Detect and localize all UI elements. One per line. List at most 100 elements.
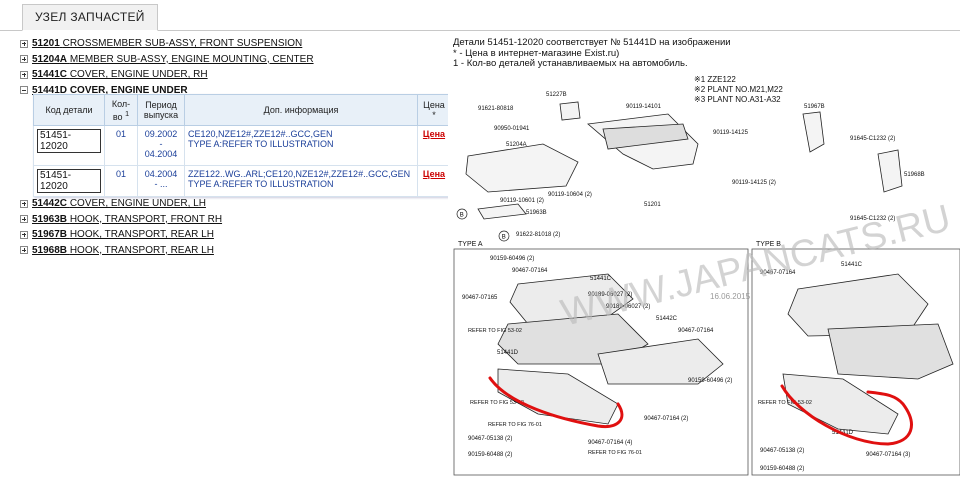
cover-parts [497,273,954,435]
part-label: 90467-07165 [462,295,498,301]
refer-label: REFER TO FIG 76-01 [488,422,542,428]
table-row: 51451-12020 01 04.2004- ... ZZE122..WG..… [33,165,451,197]
lower-labels: 90159-60496 (2) 51441C 90467-07164 51441… [462,256,910,472]
expand-icon[interactable] [20,70,28,79]
part-label: 90119-10601 (2) [500,198,544,204]
part-label: 91645-C1232 (2) [850,216,895,222]
refer-label: REFER TO FIG 53-02 [470,400,524,406]
circle-marker [456,208,468,220]
cell-price: Цена [417,165,451,197]
part-label: 90159-60496 (2) [688,378,732,384]
part-label: 91622-81018 (2) [516,232,560,238]
type-b-label: TYPE B [756,241,781,248]
hook-part [802,111,825,153]
col-header-info: Доп. информация [184,94,418,126]
tree-item-link[interactable]: 51441D COVER, ENGINE UNDER [32,84,188,96]
part-label: 90189-06027 (2) [588,292,632,298]
parts-tree: 51201 CROSSMEMBER SUB-ASSY, FRONT SUSPEN… [20,36,440,258]
cover-under-part-b [782,373,899,435]
cover-under-part [497,368,619,425]
tree-item-link[interactable]: 51967B HOOK, TRANSPORT, REAR LH [32,229,214,241]
expand-icon[interactable] [20,246,28,255]
price-link[interactable]: Цена [422,169,446,179]
part-label: 51968B [904,172,925,178]
cell-period: 09.2002-04.2004 [137,125,185,166]
tree-item[interactable]: 51204A MEMBER SUB-ASSY, ENGINE MOUNTING,… [20,52,440,68]
part-label: 90467-07164 (2) [644,416,688,422]
tree-item[interactable]: 51442C COVER, ENGINE UNDER, LH [20,196,440,212]
col-header-price: Цена* [417,94,451,126]
part-label: 90119-14101 [626,104,662,110]
expand-icon[interactable] [20,39,28,48]
part-label: 51441C [590,276,612,282]
part-label: 51201 [644,202,661,208]
refer-labels: REFER TO FIG 53-02 REFER TO FIG 53-02 RE… [468,328,812,456]
circle-marker-label: B [460,213,464,219]
type-a-panel [453,248,749,476]
bracket-part [559,101,581,121]
part-number[interactable]: 51451-12020 [37,129,101,153]
tree-item-link[interactable]: 51204A MEMBER SUB-ASSY, ENGINE MOUNTING,… [32,53,314,65]
part-label: 91645-C1232 (2) [850,136,895,142]
cell-code: 51451-12020 [33,165,105,197]
part-number[interactable]: 51451-12020 [37,169,101,193]
tree-item-link[interactable]: 51201 CROSSMEMBER SUB-ASSY, FRONT SUSPEN… [32,38,303,50]
price-link[interactable]: Цена [422,129,446,139]
highlight-stroke [780,384,913,446]
part-label: 51967B [804,104,825,110]
tree-item[interactable]: 51963B HOOK, TRANSPORT, FRONT RH [20,212,440,228]
expand-icon[interactable] [20,215,28,224]
cell-code: 51451-12020 [33,125,105,166]
info-notes: Детали 51451-12020 соответствует № 51441… [453,37,731,70]
part-label: 90467-05138 (2) [468,436,512,442]
circle-marker-label: B [502,235,506,241]
tree-item-expanded[interactable]: 51441D COVER, ENGINE UNDER [20,83,440,99]
tree-item-link[interactable]: 51441C COVER, ENGINE UNDER, RH [32,69,208,81]
part-label: 90119-14125 [713,130,749,136]
tree-item[interactable]: 51967B HOOK, TRANSPORT, REAR LH [20,227,440,243]
part-label: 91621-80818 [478,106,514,112]
member-part [465,143,579,193]
part-label: 90189-06027 (2) [606,304,650,310]
circle-b-markers: B B [456,208,510,242]
part-label: 90159-60488 (2) [468,452,512,458]
tree-item[interactable]: 51968B HOOK, TRANSPORT, REAR LH [20,243,440,259]
cover-lh-part [597,338,724,385]
highlight-stroke [488,376,624,429]
col-header-period: Период выпуска [137,94,185,126]
parts-diagram[interactable]: ※1 ZZE122 ※2 PLANT NO.M21,M22 ※3 PLANT N… [448,74,960,480]
refer-label: REFER TO FIG 76-01 [588,450,642,456]
part-label: 51441D [497,350,519,356]
part-label: 51963B [526,210,547,216]
cell-qty: 01 [104,165,138,197]
circle-marker [498,230,510,242]
cell-price: Цена [417,125,451,166]
diagram-svg: ※1 ZZE122 ※2 PLANT NO.M21,M22 ※3 PLANT N… [448,74,960,480]
parts-table: Код детали Кол-во 1 Период выпуска Доп. … [33,94,451,197]
tree-item[interactable]: 51441C COVER, ENGINE UNDER, RH [20,67,440,83]
part-label: 51204A [506,142,527,148]
tree-item-link[interactable]: 51968B HOOK, TRANSPORT, REAR LH [32,244,214,256]
tab-parts-unit[interactable]: УЗЕЛ ЗАПЧАСТЕЙ [22,4,158,31]
col-header-code: Код детали [33,94,105,126]
tree-item-link[interactable]: 51963B HOOK, TRANSPORT, FRONT RH [32,213,223,225]
tree-item[interactable]: 51201 CROSSMEMBER SUB-ASSY, FRONT SUSPEN… [20,36,440,52]
collapse-icon[interactable] [20,86,28,95]
tree-item-link[interactable]: 51442C COVER, ENGINE UNDER, LH [32,198,206,210]
upper-parts [465,101,903,220]
part-label: 90950-01941 [494,126,530,132]
date-stamp: 16.06.2015 [710,292,751,301]
part-label: 90159-60496 (2) [490,256,534,262]
table-row: 51451-12020 01 09.2002-04.2004 CE120,NZE… [33,125,451,166]
info-line: 1 - Кол-во деталей устанавливаемых на ав… [453,58,688,69]
expand-icon[interactable] [20,230,28,239]
part-label: 90467-07164 [512,268,548,274]
type-b-panel [751,248,960,476]
part-label: 90467-07164 (3) [866,452,910,458]
info-line: Детали 51451-12020 соответствует № 51441… [453,37,731,48]
part-label: 90467-07164 [678,328,714,334]
expand-icon[interactable] [20,55,28,64]
note: ※2 PLANT NO.M21,M22 [694,85,783,94]
tab-bar: УЗЕЛ ЗАПЧАСТЕЙ [0,0,960,31]
expand-icon[interactable] [20,199,28,208]
